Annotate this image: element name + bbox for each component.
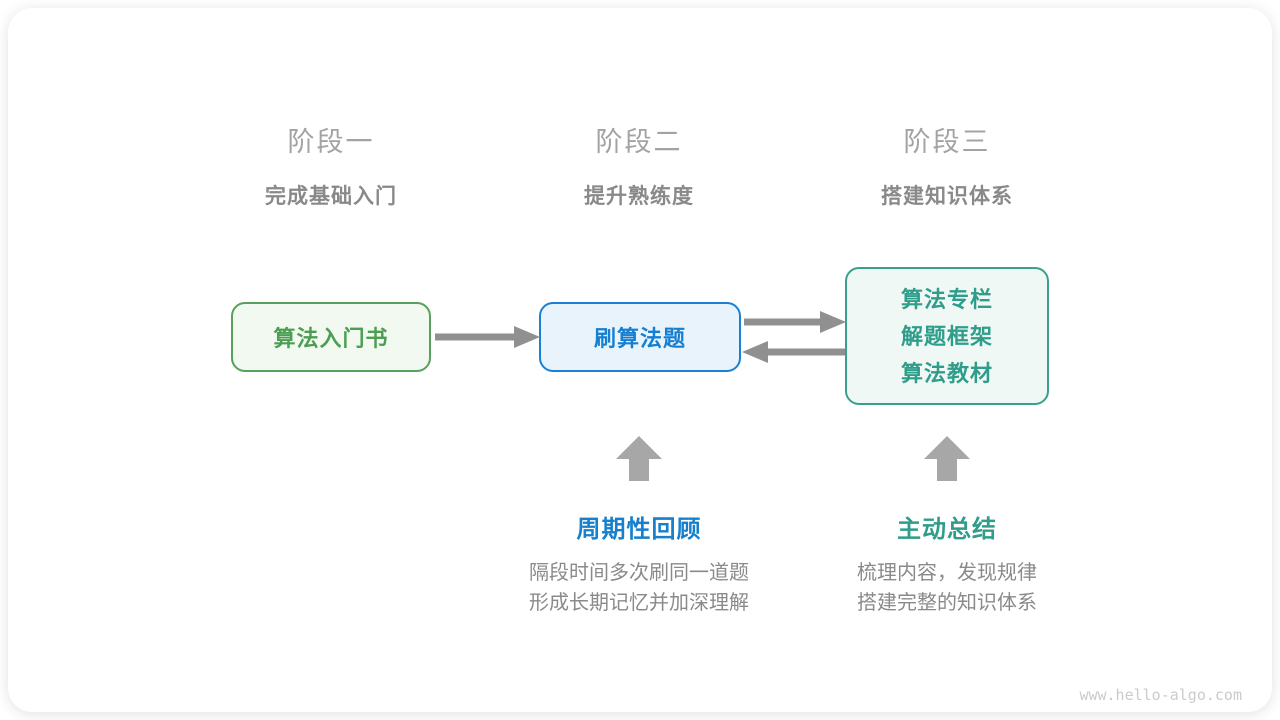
annotation-active-summary-line-1: 梳理内容，发现规律	[857, 562, 1037, 584]
annotation-active-summary-line-2: 搭建完整的知识体系	[857, 592, 1037, 614]
stage-1-subtitle: 完成基础入门	[265, 185, 397, 208]
node-intro-book-label: 算法入门书	[273, 326, 389, 351]
node-knowledge-line-3: 算法教材	[900, 360, 993, 386]
node-intro-book: 算法入门书	[231, 302, 431, 372]
stage-1-title: 阶段一	[287, 127, 375, 157]
node-knowledge-resources: 算法专栏 解题框架 算法教材	[845, 267, 1049, 405]
stage-2-subtitle: 提升熟练度	[584, 185, 694, 208]
annotation-active-summary-title: 主动总结	[897, 516, 997, 543]
stage-3-title: 阶段三	[903, 127, 991, 157]
node-knowledge-line-1: 算法专栏	[900, 286, 993, 312]
annotation-periodic-review-title: 周期性回顾	[576, 516, 702, 543]
annotation-periodic-review-line-2: 形成长期记忆并加深理解	[529, 592, 749, 614]
node-practice-problems-label: 刷算法题	[593, 326, 686, 351]
annotation-active-summary-desc: 梳理内容，发现规律 搭建完整的知识体系	[777, 558, 1117, 618]
node-knowledge-line-2: 解题框架	[900, 323, 993, 349]
annotation-periodic-review-desc: 隔段时间多次刷同一道题 形成长期记忆并加深理解	[469, 558, 809, 618]
stage-2-title: 阶段二	[595, 127, 683, 157]
node-practice-problems: 刷算法题	[539, 302, 741, 372]
stage-3-subtitle: 搭建知识体系	[881, 185, 1013, 208]
watermark: www.hello-algo.com	[1079, 686, 1242, 704]
annotation-periodic-review-line-1: 隔段时间多次刷同一道题	[529, 562, 749, 584]
